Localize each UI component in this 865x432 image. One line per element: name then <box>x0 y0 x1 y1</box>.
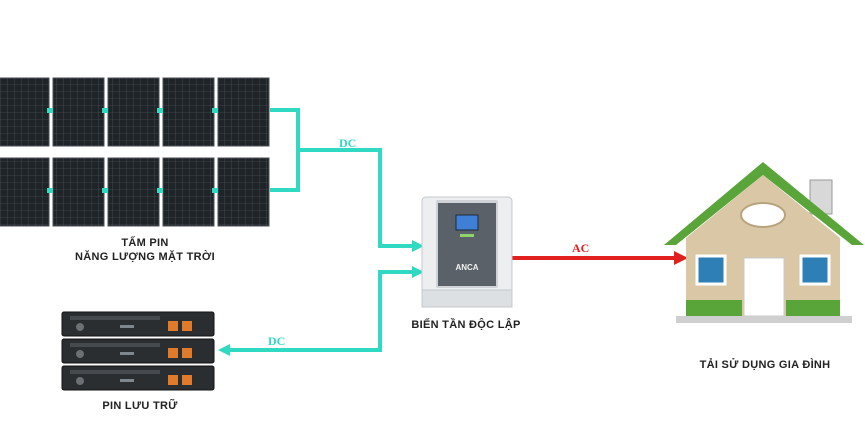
solar-panel-module <box>0 77 50 147</box>
solar-panel-label: TẤM PIN NĂNG LƯỢNG MẶT TRỜI <box>40 236 250 264</box>
solar-panel-module <box>217 157 270 227</box>
solar-panel-module <box>162 157 215 227</box>
solar-panel-module <box>52 157 105 227</box>
solar-panel-module <box>52 77 105 147</box>
dc-wire-inverter-battery <box>218 266 424 356</box>
load-label: TẢI SỬ DỤNG GIA ĐÌNH <box>699 359 831 371</box>
battery-label: PIN LƯU TRỮ <box>102 400 178 412</box>
dc-flow-label-top: DC <box>339 136 357 150</box>
solar-panel-array <box>0 77 270 227</box>
solar-label-line1: TẤM PIN <box>121 237 169 249</box>
solar-panel-module <box>217 77 270 147</box>
panel-connector <box>102 188 108 193</box>
inverter-brand: ANCA <box>455 263 478 272</box>
panel-connector <box>212 108 218 113</box>
dc-flow-label-bottom: DC <box>268 334 286 348</box>
solar-label-line2: NĂNG LƯỢNG MẶT TRỜI <box>75 251 215 263</box>
ac-wire-inverter-to-load <box>512 251 688 265</box>
panel-connector <box>157 108 163 113</box>
battery-stack <box>61 311 215 391</box>
inverter-unit: ANCA <box>421 196 513 308</box>
panel-connector <box>47 108 53 113</box>
battery-module <box>61 338 215 364</box>
panel-connector <box>157 188 163 193</box>
battery-module <box>61 311 215 337</box>
solar-panel-module <box>107 157 160 227</box>
house <box>664 162 864 323</box>
panel-connector <box>47 188 53 193</box>
solar-panel-module <box>0 157 50 227</box>
panel-connector <box>102 108 108 113</box>
solar-panel-module <box>162 77 215 147</box>
inverter-label: BIẾN TẦN ĐỘC LẬP <box>411 319 521 331</box>
ac-flow-label: AC <box>572 241 590 255</box>
solar-panel-module <box>107 77 160 147</box>
panel-connector <box>212 188 218 193</box>
dc-wire-solar-to-inverter <box>270 108 424 252</box>
battery-module <box>61 365 215 391</box>
